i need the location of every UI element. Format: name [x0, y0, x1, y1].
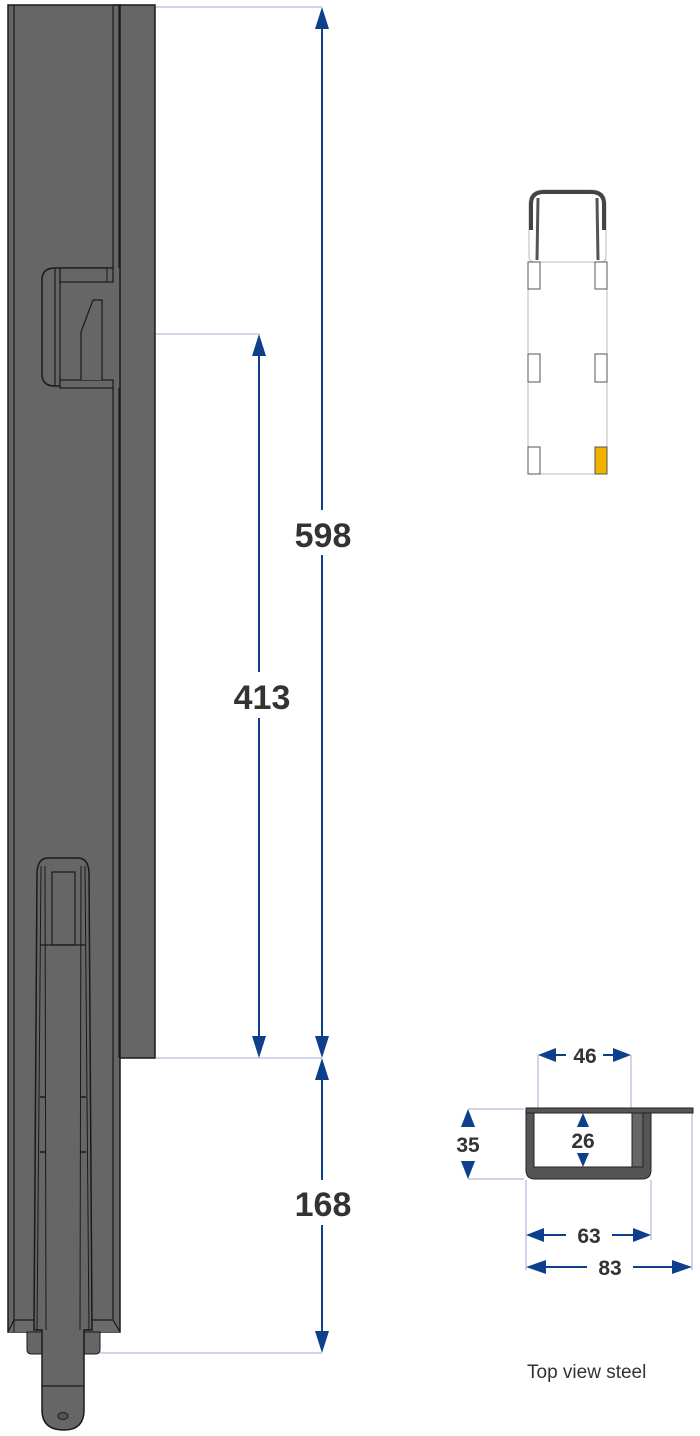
slot-middle-right: [594, 353, 608, 383]
profile-flange: [525, 1107, 694, 1114]
handle-hole: [57, 1412, 69, 1420]
side-dimensions: 598 413 168: [100, 6, 352, 1354]
profile-channel: [525, 1112, 652, 1180]
dimension-35: 35: [456, 1134, 480, 1157]
vehicle-top-view: [527, 189, 608, 475]
dimension-26: 26: [571, 1130, 594, 1153]
slot-front-right: [594, 261, 608, 290]
dimension-168: 168: [295, 1186, 352, 1224]
slot-rear-right-highlight: [594, 446, 608, 475]
side-panel: [114, 4, 156, 1059]
section-caption: Top view steel: [527, 1362, 646, 1383]
latch-cutout: [41, 267, 114, 389]
slot-front-left: [527, 261, 541, 290]
slot-rear-left: [527, 446, 541, 475]
dimension-46: 46: [573, 1045, 596, 1068]
latch-hook: [80, 299, 103, 380]
vehicle-body: [527, 261, 608, 475]
vehicle-cab: [528, 189, 607, 263]
dimension-413: 413: [234, 679, 291, 717]
side-view: [7, 4, 156, 1431]
slot-middle-left: [527, 353, 541, 383]
pull-handle: [33, 857, 93, 1431]
dimension-83: 83: [598, 1257, 621, 1280]
dimension-598: 598: [295, 517, 352, 555]
dimension-63: 63: [577, 1225, 600, 1248]
section-view: 46 35 26 63 83 Top view steel: [456, 1045, 694, 1383]
